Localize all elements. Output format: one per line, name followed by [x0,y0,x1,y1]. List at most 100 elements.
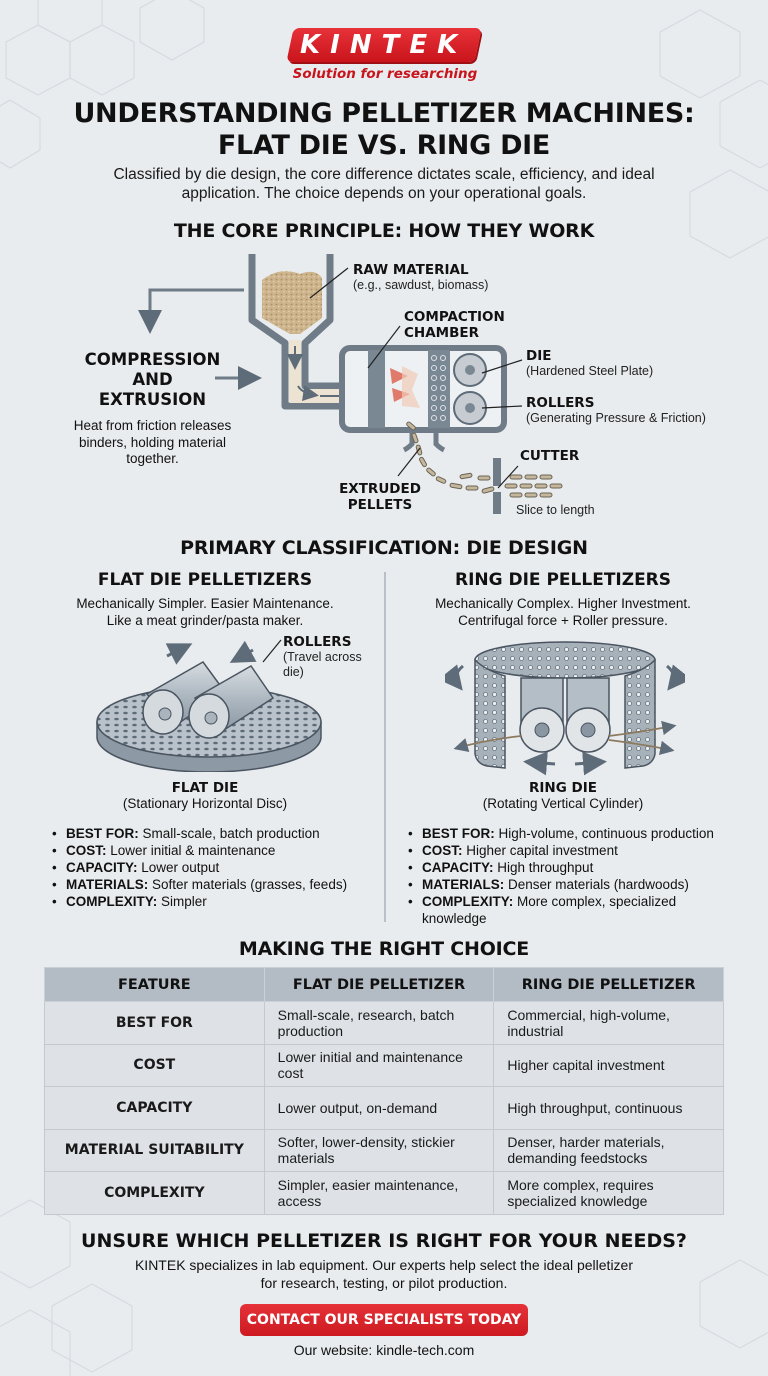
kintek-logo: KINTEK [286,28,482,62]
list-item: MATERIALS: Softer materials (grasses, fe… [50,876,380,893]
feature-cell: MATERIAL SUITABILITY [44,1128,265,1172]
spec-value: Small-scale, batch production [138,826,320,841]
table-row: COST Lower initial and maintenance cost … [44,1043,724,1087]
cutter-blade-icon [493,458,501,514]
list-item: MATERIALS: Denser materials (hardwoods) [406,876,741,893]
spec-key: BEST FOR: [422,826,495,841]
spec-key: MATERIALS: [422,877,505,892]
raw-material-label: RAW MATERIAL (e.g., sawdust, biomass) [353,262,488,293]
raw-material-title: RAW MATERIAL [353,262,469,278]
list-item: CAPACITY: Lower output [50,859,380,876]
spec-value: Higher capital investment [462,843,618,858]
flat-die-caption: FLAT DIE [171,780,239,796]
list-item: COST: Higher capital investment [406,842,741,859]
table-row: COMPLEXITY Simpler, easier maintenance, … [44,1171,724,1215]
spec-key: CAPACITY: [422,860,494,875]
ring-desc-line: Centrifugal force + Roller pressure. [458,612,668,628]
cta-desc-line: for research, testing, or pilot producti… [260,1274,508,1291]
spec-value: Lower output [137,860,220,875]
column-header: RING DIE PELLETIZER [493,967,724,1002]
die-label: DIE (Hardened Steel Plate) [526,348,653,379]
pelletizer-process-diagram [138,254,563,514]
die-title: DIE [526,348,552,364]
cutter-label: CUTTER [520,448,579,464]
compression-description: Heat from friction releases binders, hol… [73,418,232,466]
spec-key: CAPACITY: [66,860,138,875]
feature-cell: COST [44,1043,265,1087]
spec-value: More complex, specialized knowledge [422,894,677,926]
raw-material-note: (e.g., sawdust, biomass) [353,278,489,292]
table-row: BEST FOR Small-scale, research, batch pr… [44,1001,724,1045]
ring-die-cell: Higher capital investment [493,1043,724,1087]
flat-die-cell: Softer, lower-density, stickier material… [263,1128,495,1172]
ring-die-description: Mechanically Complex. Higher Investment.… [393,596,733,629]
contact-specialists-button[interactable]: CONTACT OUR SPECIALISTS TODAY [240,1304,528,1336]
core-principle-heading: THE CORE PRINCIPLE: HOW THEY WORK [173,220,595,242]
page-title: UNDERSTANDING PELLETIZER MACHINES: FLAT … [0,98,768,162]
flat-die-cell: Lower initial and maintenance cost [263,1043,495,1087]
flat-rollers-note: die) [283,665,304,679]
column-header: FEATURE [44,967,265,1002]
title-line-1: UNDERSTANDING PELLETIZER MACHINES: [73,98,695,129]
flat-rollers-label: ROLLERS (Travel across die) [283,634,378,680]
ring-die-caption-sub: (Rotating Vertical Cylinder) [482,796,644,811]
flow-arrow-down-icon [138,288,244,334]
hopper-icon [248,254,364,410]
list-item: CAPACITY: High throughput [406,859,741,876]
spec-value: Softer materials (grasses, feeds) [148,877,348,892]
spec-value: High throughput [493,860,594,875]
table-row: MATERIAL SUITABILITY Softer, lower-densi… [44,1128,724,1172]
flat-die-cell: Lower output, on-demand [263,1086,495,1130]
flat-desc-line: Like a meat grinder/pasta maker. [106,612,304,628]
flat-die-illustration [96,639,322,772]
flat-die-title: FLAT DIE PELLETIZERS [97,570,313,590]
process-title-line: AND [132,370,173,389]
compaction-label-line: CHAMBER [404,325,479,341]
ring-die-cell: High throughput, continuous [493,1086,724,1130]
comparison-table: FEATURE FLAT DIE PELLETIZER RING DIE PEL… [44,967,724,1215]
flat-die-rollers-icon [142,661,275,739]
list-item: COMPLEXITY: More complex, specialized kn… [406,893,716,927]
ring-desc-line: Mechanically Complex. Higher Investment. [435,596,691,611]
subtitle-line-1: Classified by die design, the core diffe… [113,166,655,183]
die-note: (Hardened Steel Plate) [526,364,654,378]
pellets-icon [406,421,563,498]
flat-die-cell: Small-scale, research, batch production [263,1001,495,1045]
compaction-label-line: COMPACTION [404,309,505,325]
extruded-pellets-label: EXTRUDED PELLETS [330,481,430,513]
list-item: BEST FOR: Small-scale, batch production [50,825,380,842]
ring-die-cell: More complex, requires specialized knowl… [493,1171,724,1215]
spec-value: Denser materials (hardwoods) [504,877,689,892]
subtitle-line-2: application. The choice depends on your … [181,185,587,202]
list-item: COST: Lower initial & maintenance [50,842,380,859]
column-header: FLAT DIE PELLETIZER [263,967,495,1002]
ring-die-title: RING DIE PELLETIZERS [454,570,672,590]
process-title-line: EXTRUSION [98,390,207,409]
list-item: BEST FOR: High-volume, continuous produc… [406,825,741,842]
compaction-chamber-icon [339,345,507,453]
website-link[interactable]: Our website: kindle-tech.com [293,1342,475,1358]
classification-heading: PRIMARY CLASSIFICATION: DIE DESIGN [180,537,588,559]
title-line-2: FLAT DIE VS. RING DIE [217,130,551,161]
flat-die-description: Mechanically Simpler. Easier Maintenance… [35,596,375,629]
compaction-chamber-label: COMPACTION CHAMBER [404,309,505,341]
column-divider [384,572,386,922]
flat-rollers-note: (Travel across [283,650,362,664]
spec-value: High-volume, continuous production [494,826,714,841]
ring-die-cell: Denser, harder materials, demanding feed… [493,1128,724,1172]
ring-die-caption: RING DIE [529,780,597,796]
logo-tagline: Solution for researching [292,66,478,82]
spec-key: COMPLEXITY: [422,894,514,909]
rollers-label: ROLLERS (Generating Pressure & Friction) [526,395,706,426]
spec-key: MATERIALS: [66,877,149,892]
ring-die-illustration [445,641,685,776]
process-title-line: COMPRESSION [84,350,221,369]
list-item: COMPLEXITY: Simpler [50,893,380,910]
flat-die-cell: Simpler, easier maintenance, access [263,1171,495,1215]
table-row: CAPACITY Lower output, on-demand High th… [44,1086,724,1130]
table-header-row: FEATURE FLAT DIE PELLETIZER RING DIE PEL… [44,967,724,1002]
compression-extrusion-title: COMPRESSION AND EXTRUSION [70,350,235,410]
logo-wordmark: KINTEK [300,30,468,60]
comparison-heading: MAKING THE RIGHT CHOICE [238,938,530,960]
